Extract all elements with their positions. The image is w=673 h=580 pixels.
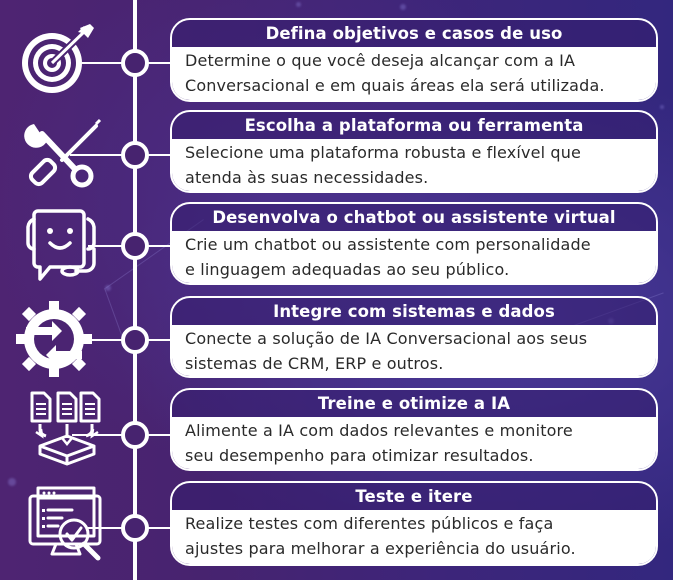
step-description-line: Conecte a solução de IA Conversacional a…	[185, 329, 588, 348]
step-card-1: Defina objetivos e casos de uso Determin…	[170, 18, 658, 102]
step-card-3: Desenvolva o chatbot ou assistente virtu…	[170, 202, 658, 285]
timeline-node	[121, 232, 149, 260]
step-title: Integre com sistemas e dados	[172, 298, 656, 325]
documents-to-database-icon	[12, 390, 101, 470]
step-card-4: Integre com sistemas e dados Conecte a s…	[170, 296, 658, 378]
bg-dot	[8, 478, 16, 486]
step-description-line: e linguagem adequadas ao seu público.	[185, 260, 510, 279]
step-description: Determine o que você deseja alcançar com…	[172, 47, 656, 100]
bg-dot	[400, 4, 406, 10]
step-description-line: Selecione uma plataforma robusta e flexí…	[185, 143, 582, 162]
step-description-line: seu desempenho para otimizar resultados.	[185, 446, 534, 465]
bg-dot	[296, 2, 301, 7]
timeline-node	[121, 141, 149, 169]
step-description-line: Alimente a IA com dados relevantes e mon…	[185, 421, 573, 440]
bg-dot	[660, 105, 664, 109]
step-description: Conecte a solução de IA Conversacional a…	[172, 325, 656, 376]
step-description-line: Crie um chatbot ou assistente com person…	[185, 235, 591, 254]
step-title: Treine e otimize a IA	[172, 390, 656, 417]
step-title: Desenvolva o chatbot ou assistente virtu…	[172, 204, 656, 231]
step-description: Crie um chatbot ou assistente com person…	[172, 231, 656, 283]
step-description-line: Realize testes com diferentes públicos e…	[185, 514, 554, 533]
timeline-node	[121, 514, 149, 542]
step-description: Alimente a IA com dados relevantes e mon…	[172, 417, 656, 469]
target-icon	[12, 22, 100, 102]
bg-dot	[105, 285, 111, 291]
step-card-2: Escolha a plataforma ou ferramenta Selec…	[170, 110, 658, 193]
step-description-line: Determine o que você deseja alcançar com…	[185, 51, 576, 70]
step-title: Defina objetivos e casos de uso	[172, 20, 656, 47]
step-description-line: sistemas de CRM, ERP e outros.	[185, 354, 444, 373]
step-description: Selecione uma plataforma robusta e flexí…	[172, 139, 656, 191]
monitor-inspection-icon	[12, 482, 102, 562]
gear-sync-icon	[12, 297, 100, 377]
step-description-line: Conversacional e em quais áreas ela será…	[185, 76, 605, 95]
step-card-5: Treine e otimize a IA Alimente a IA com …	[170, 388, 658, 471]
step-title: Teste e itere	[172, 483, 656, 510]
connector-line	[70, 154, 170, 156]
timeline-vertical-line	[133, 0, 137, 580]
timeline-node	[121, 49, 149, 77]
tools-icon	[12, 112, 102, 192]
step-title: Escolha a plataforma ou ferramenta	[172, 112, 656, 139]
step-description: Realize testes com diferentes públicos e…	[172, 510, 656, 564]
chatbot-headset-icon	[12, 203, 100, 283]
step-card-6: Teste e itere Realize testes com diferen…	[170, 481, 658, 566]
timeline-node	[121, 421, 149, 449]
step-description-line: ajustes para melhorar a experiência do u…	[185, 539, 576, 558]
step-description-line: atenda às suas necessidades.	[185, 168, 429, 187]
timeline-node	[121, 326, 149, 354]
